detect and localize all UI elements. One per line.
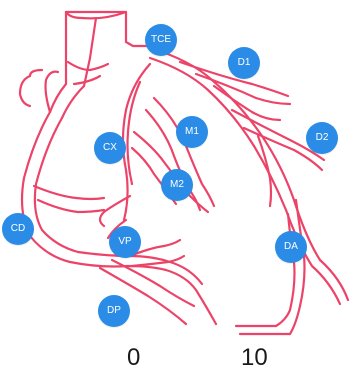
rca-branch-mid-inner (38, 200, 104, 212)
segment-badge-m1[interactable]: M1 (176, 116, 208, 148)
rca-loop (20, 70, 42, 106)
segment-badge-dp[interactable]: DP (98, 295, 130, 327)
segment-badge-m2[interactable]: M2 (161, 169, 193, 201)
segment-badge-tce[interactable]: TCE (145, 24, 177, 56)
aorta-inner-wall (84, 18, 96, 86)
segment-badge-d2[interactable]: D2 (306, 122, 338, 154)
segment-badge-vp[interactable]: VP (109, 226, 141, 258)
rca-branch-mid (34, 186, 104, 199)
scale-max-label: 10 (241, 344, 268, 372)
segment-badge-cx[interactable]: CX (94, 132, 126, 164)
segment-badge-cd[interactable]: CD (2, 213, 34, 245)
scale-min-label: 0 (127, 344, 140, 372)
segment-badge-d1[interactable]: D1 (228, 47, 260, 79)
rca-origin (50, 84, 66, 112)
segment-badge-da[interactable]: DA (275, 231, 307, 263)
rca-origin-inner (62, 86, 84, 118)
